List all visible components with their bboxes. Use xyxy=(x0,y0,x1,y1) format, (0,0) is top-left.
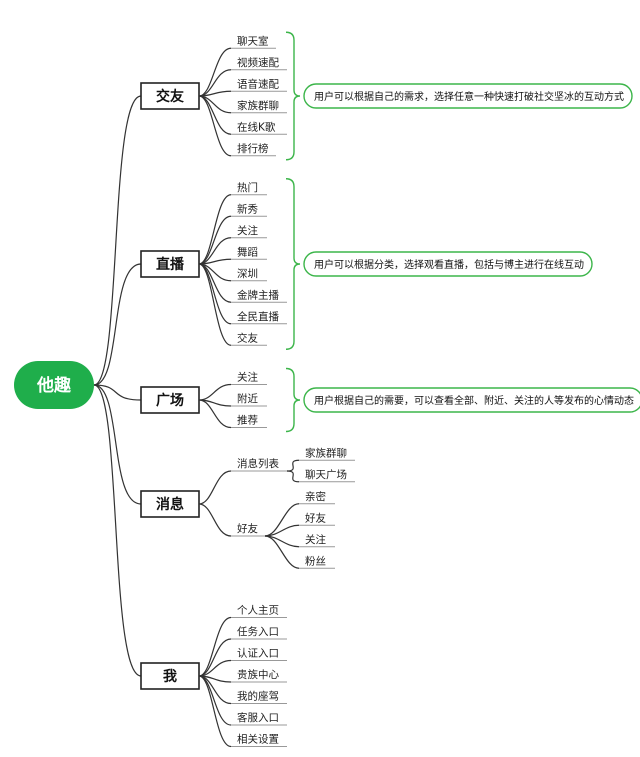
branch-item-label: 认证入口 xyxy=(237,647,279,660)
branch-node-box xyxy=(140,250,200,278)
branch-label: 交友 xyxy=(156,88,184,105)
root-label: 他趣 xyxy=(36,375,72,396)
group-item-label: 关注 xyxy=(305,533,326,546)
branch-item-label: 附近 xyxy=(237,392,258,405)
mindmap-tree: 交友聊天室视频速配语音速配家族群聊在线K歌排行榜用户可以根据自己的需求，选择任意… xyxy=(93,31,640,748)
branch-label: 直播 xyxy=(156,256,185,273)
root-branch-connector xyxy=(93,384,142,677)
root-branch-connector xyxy=(93,95,142,386)
root-node-box xyxy=(14,361,94,409)
branch-item-label: 客服入口 xyxy=(237,711,279,724)
branch-item-label: 金牌主播 xyxy=(237,288,279,301)
group-item-connector xyxy=(264,535,300,569)
group-item-label: 亲密 xyxy=(305,490,326,503)
branch-item-label: 热门 xyxy=(237,181,258,194)
branch-item-label: 视频速配 xyxy=(237,56,279,69)
branch-node-box xyxy=(140,490,200,518)
branch-item-connector xyxy=(198,675,232,726)
group-label: 消息列表 xyxy=(237,457,279,470)
branch-item-connector xyxy=(198,263,232,346)
branch-item-label: 在线K歌 xyxy=(237,120,276,133)
branch-node-box xyxy=(140,386,200,414)
branch-item-label: 全民直播 xyxy=(237,310,279,323)
branch-item-label: 新秀 xyxy=(237,202,258,215)
description-box xyxy=(303,251,593,277)
group-item-connector xyxy=(286,470,300,483)
root-branch-connector xyxy=(93,263,142,386)
branch-item-label: 舞蹈 xyxy=(237,246,258,258)
branch-item-label: 我的座驾 xyxy=(237,690,279,703)
group-item-label: 聊天广场 xyxy=(305,468,347,481)
description-text: 用户可以根据分类，选择观看直播，包括与博主进行在线互动 xyxy=(314,258,584,271)
root-branch-connector xyxy=(93,384,142,505)
branch-label: 广场 xyxy=(156,392,184,409)
branch-item-connector xyxy=(198,638,232,677)
branch-label: 我 xyxy=(163,669,177,685)
branch-item-label: 聊天室 xyxy=(237,34,269,47)
branch-item-connector xyxy=(198,194,232,265)
description-bracket xyxy=(285,367,301,433)
root-node: 他趣 xyxy=(14,361,94,409)
branch-item-label: 排行榜 xyxy=(237,142,269,155)
description-text: 用户可以根据自己的需求，选择任意一种快速打破社交坚冰的互动方式 xyxy=(314,90,624,103)
branch-item-label: 交友 xyxy=(237,331,258,344)
branch-item-label: 推荐 xyxy=(237,414,258,427)
branch-item-label: 语音速配 xyxy=(237,77,279,90)
branch-item-label: 关注 xyxy=(237,224,258,237)
branch-item-label: 任务入口 xyxy=(237,625,279,638)
group-item-label: 家族群聊 xyxy=(305,446,347,459)
description-bracket xyxy=(285,178,301,350)
branch-item-label: 个人主页 xyxy=(237,605,279,617)
group-item-connector xyxy=(264,503,300,537)
description-bracket xyxy=(285,31,301,161)
branch-item-connector xyxy=(198,95,232,157)
branch-label: 消息 xyxy=(156,496,184,513)
branch-item-connector xyxy=(198,47,232,97)
description-box xyxy=(303,387,640,413)
group-item-connector xyxy=(286,459,300,472)
branch-item-label: 贵族中心 xyxy=(237,668,279,681)
branch-item-label: 关注 xyxy=(237,371,258,384)
group-item-label: 粉丝 xyxy=(305,554,326,567)
branch-group-connector xyxy=(198,503,232,537)
branch-item-connector xyxy=(198,399,232,429)
branch-item-label: 深圳 xyxy=(237,268,258,280)
branch-item-connector xyxy=(198,215,232,265)
branch-group-connector xyxy=(198,470,232,505)
branch-item-connector xyxy=(198,383,232,401)
group-item-label: 好友 xyxy=(305,511,326,524)
branch-item-label: 相关设置 xyxy=(237,733,279,746)
branch-item-connector xyxy=(198,69,232,97)
branch-item-connector xyxy=(198,675,232,748)
description-box xyxy=(303,83,633,109)
description-text: 用户根据自己的需要，可以查看全部、附近、关注的人等发布的心情动态 xyxy=(314,394,634,407)
root-branch-connector xyxy=(93,384,142,401)
branch-item-connector xyxy=(198,237,232,265)
branch-item-label: 家族群聊 xyxy=(237,99,279,112)
group-label: 好友 xyxy=(237,522,258,535)
